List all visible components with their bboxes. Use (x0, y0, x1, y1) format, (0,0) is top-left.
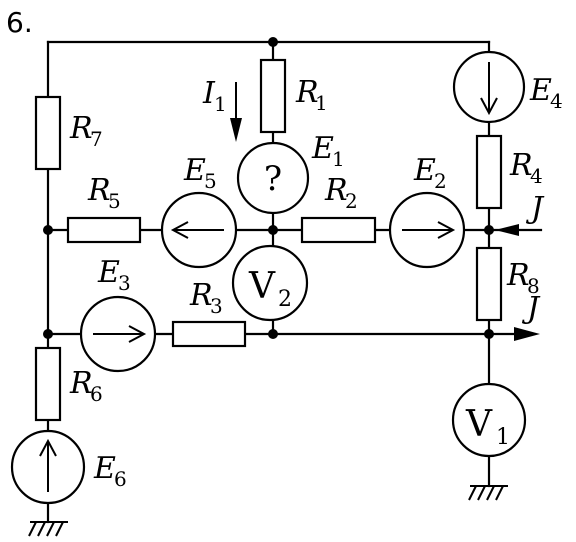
svg-text:R: R (189, 278, 213, 313)
label-j-in: J (525, 191, 545, 226)
svg-text:1: 1 (332, 147, 345, 171)
label-e1: E 1 (311, 131, 345, 171)
label-r1: R 1 (295, 75, 328, 115)
junction-dots (43, 37, 494, 339)
svg-text:1: 1 (315, 91, 328, 115)
source-e5 (160, 191, 238, 269)
current-i1-arrow-icon (230, 82, 242, 142)
resistor-r3 (171, 320, 247, 348)
svg-text:E: E (413, 153, 436, 188)
problem-number: 6. (6, 6, 33, 39)
svg-text:?: ? (264, 159, 282, 199)
svg-text:E: E (97, 255, 120, 290)
svg-text:7: 7 (90, 127, 103, 151)
svg-text:V: V (248, 266, 276, 307)
svg-text:R: R (69, 111, 93, 146)
svg-text:8: 8 (527, 274, 540, 298)
svg-text:2: 2 (434, 169, 447, 193)
svg-text:R: R (295, 75, 319, 110)
resistor-r2 (300, 216, 377, 244)
label-j-out: J (521, 291, 541, 326)
source-e1-unknown: ? (236, 141, 310, 215)
svg-text:3: 3 (118, 271, 131, 295)
svg-text:R: R (509, 148, 533, 183)
label-r2: R 2 (324, 173, 358, 213)
current-j-in-arrow-icon (495, 224, 519, 236)
svg-text:6: 6 (114, 467, 127, 491)
label-e4: E 4 (529, 73, 563, 113)
ground-left-icon (28, 521, 68, 537)
label-e5: E 5 (183, 153, 217, 193)
svg-text:2: 2 (278, 287, 292, 312)
label-i1: I 1 (202, 76, 227, 116)
resistor-r8 (475, 246, 503, 322)
svg-text:5: 5 (108, 189, 121, 213)
label-r3: R 3 (189, 278, 223, 318)
svg-text:R: R (506, 258, 530, 293)
svg-text:2: 2 (345, 189, 358, 213)
svg-text:1: 1 (214, 92, 227, 116)
svg-text:E: E (93, 451, 116, 486)
svg-text:4: 4 (550, 89, 563, 113)
label-r4: R 4 (509, 148, 543, 188)
label-r6: R 6 (69, 366, 103, 406)
label-r8: R 8 (506, 258, 540, 298)
voltmeter-v1: V 1 (451, 382, 527, 458)
label-r5: R 5 (87, 173, 121, 213)
svg-text:V: V (465, 404, 493, 445)
svg-text:4: 4 (530, 164, 543, 188)
resistor-r7 (34, 95, 62, 171)
label-r7: R 7 (69, 111, 103, 151)
svg-text:1: 1 (496, 425, 510, 450)
label-e2: E 2 (413, 153, 447, 193)
resistor-r6 (34, 346, 62, 422)
svg-text:3: 3 (210, 294, 223, 318)
svg-text:6: 6 (90, 382, 103, 406)
svg-text:R: R (69, 366, 93, 401)
label-e3: E 3 (97, 255, 131, 295)
resistor-r5 (66, 216, 142, 244)
resistor-r1 (259, 58, 287, 134)
svg-text:R: R (87, 173, 111, 208)
source-e6 (10, 429, 86, 505)
ground-right-icon (468, 485, 508, 501)
svg-text:I: I (202, 76, 216, 111)
svg-text:E: E (529, 73, 552, 108)
svg-text:E: E (311, 131, 334, 166)
current-j-out-arrow-icon (514, 327, 540, 341)
source-e2 (388, 191, 466, 269)
voltmeter-v2: V 2 (231, 244, 309, 322)
svg-text:5: 5 (204, 169, 217, 193)
label-e6: E 6 (93, 451, 127, 491)
resistor-r4 (475, 134, 503, 210)
svg-text:E: E (183, 153, 206, 188)
source-e3 (79, 295, 157, 373)
svg-text:R: R (324, 173, 348, 208)
source-e4 (452, 50, 526, 124)
